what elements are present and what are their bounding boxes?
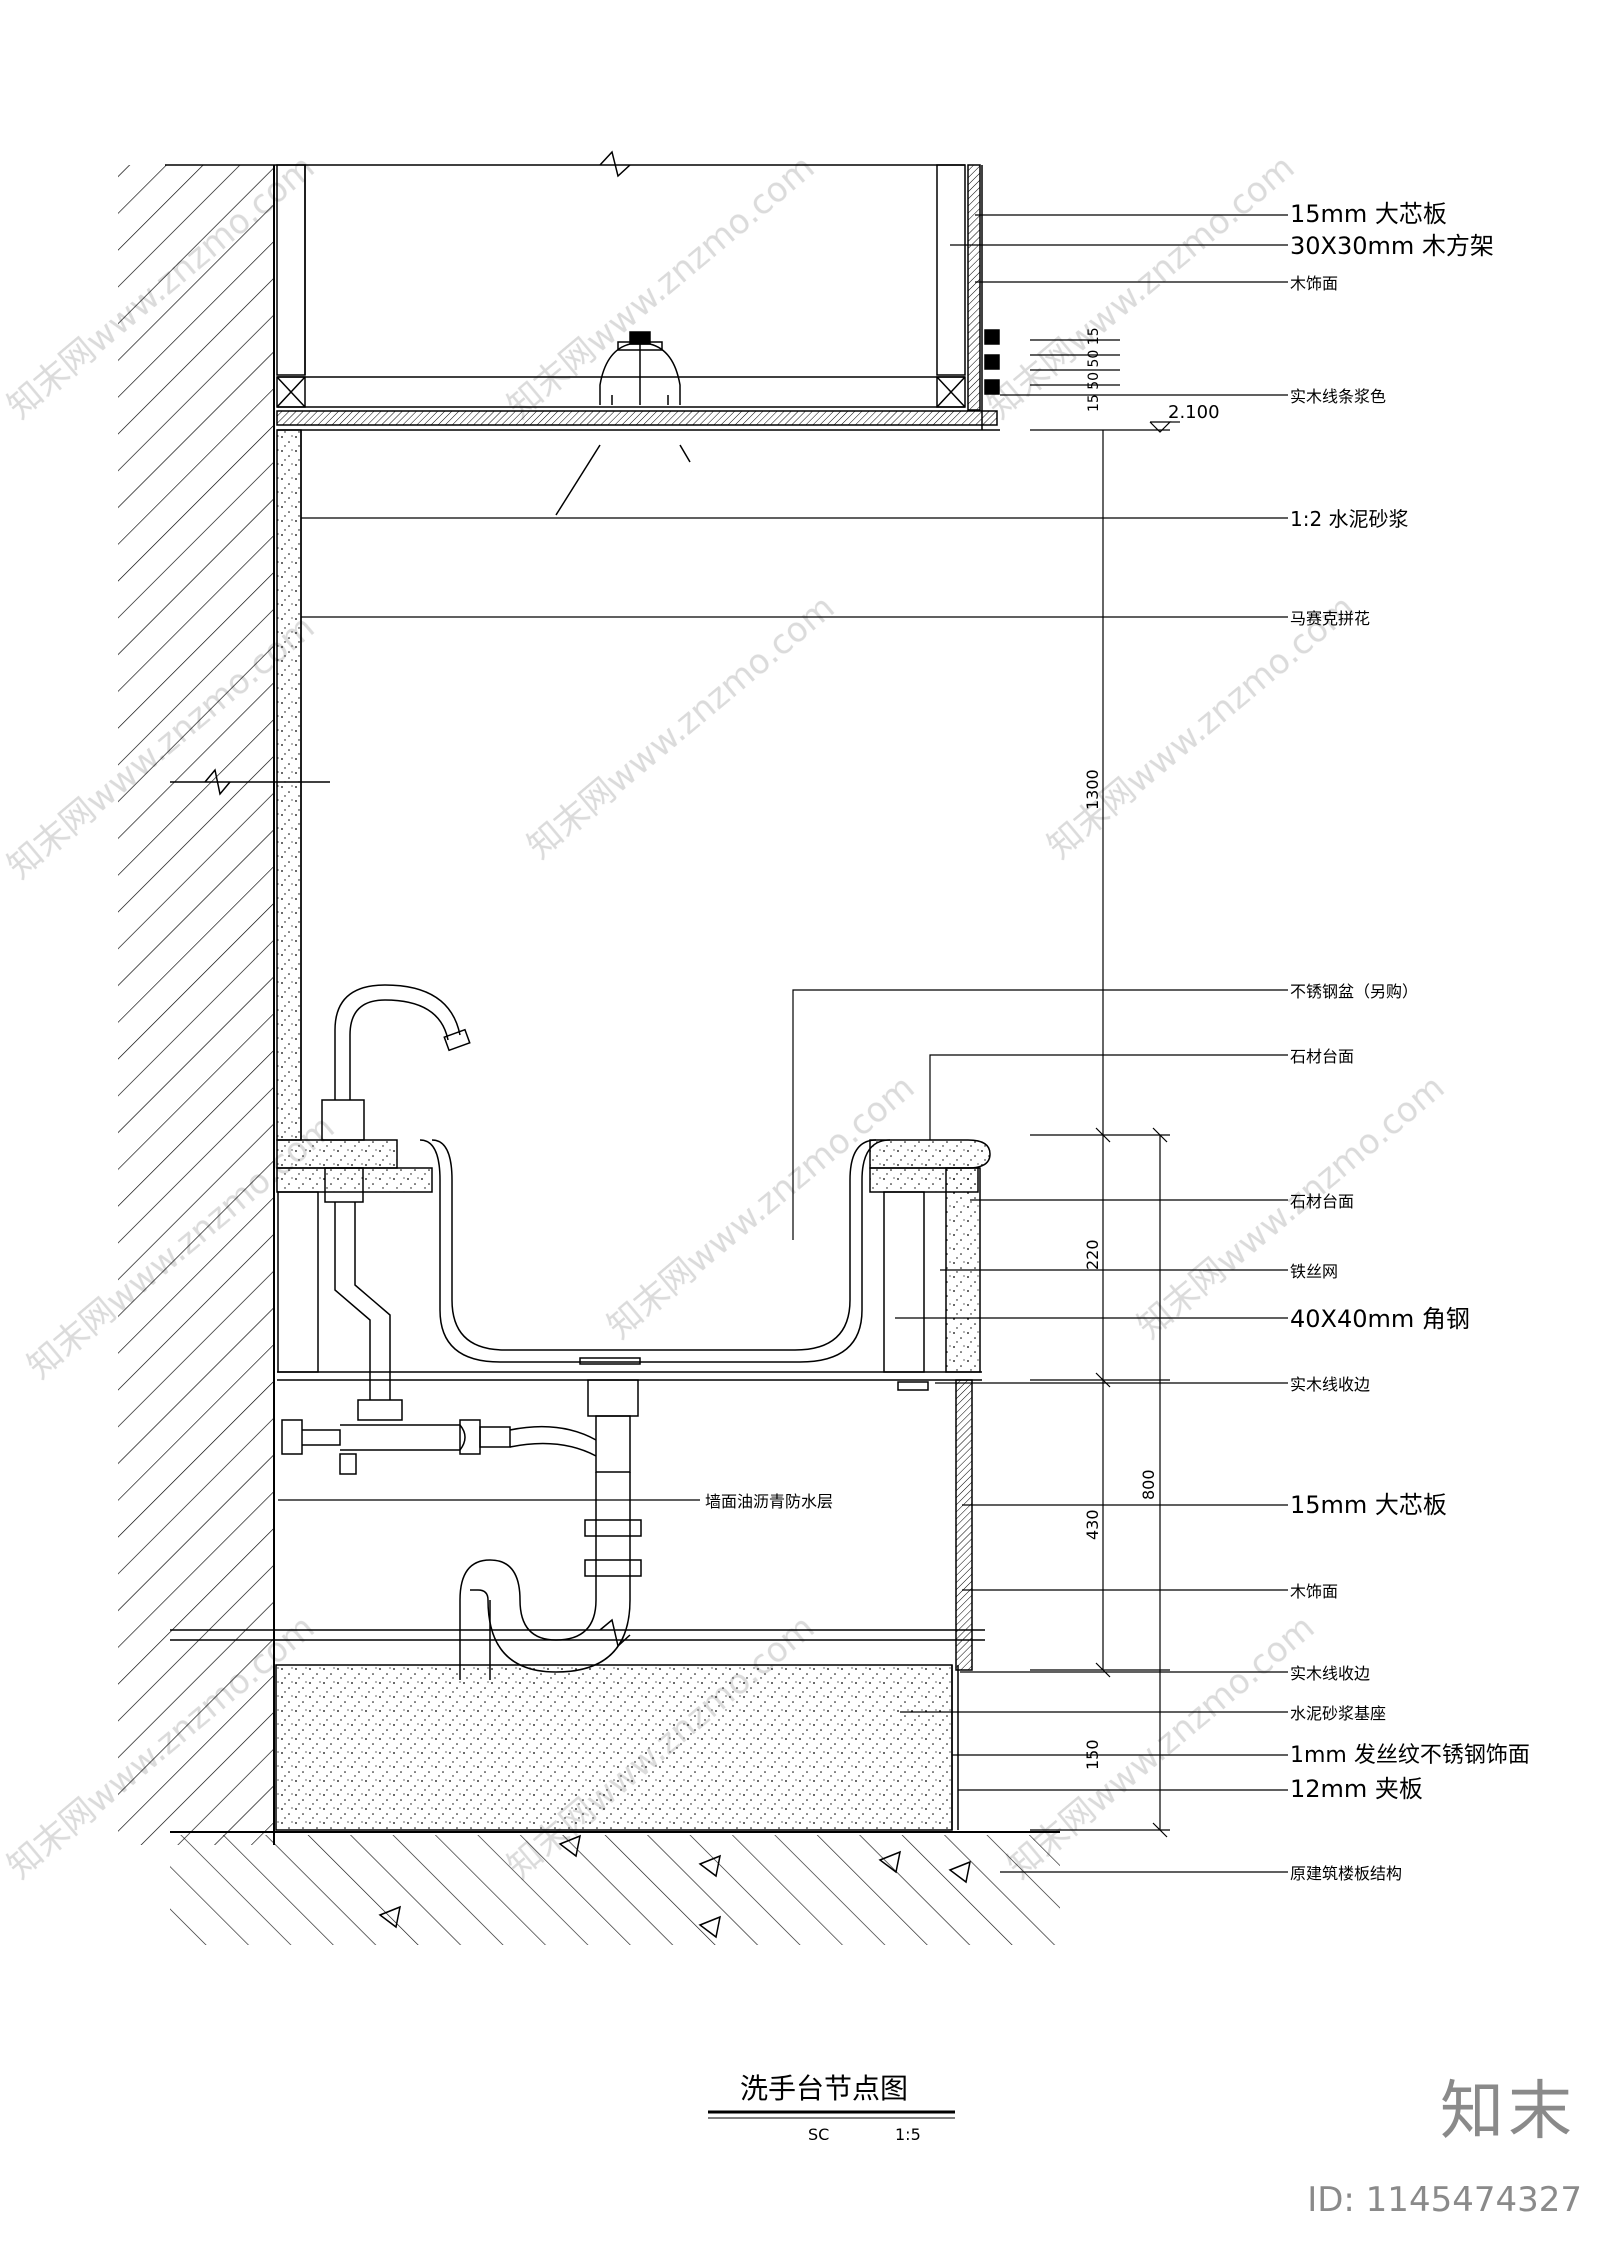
label-steel-basin: 不锈钢盆（另购） [1290, 982, 1418, 1001]
floor-slab [170, 1831, 1060, 1945]
watermark-text: 知末网www.znzmo.com [1040, 587, 1362, 866]
watermark-text: 知末网www.znzmo.com [980, 147, 1302, 426]
wall-section [118, 150, 965, 1845]
downlight-icon [555, 331, 691, 516]
label-cement-mortar: 1:2 水泥砂浆 [1290, 507, 1409, 531]
dim-800: 800 [1139, 1469, 1158, 1500]
level-mark: 2.100 [1168, 402, 1220, 423]
label-plywood: 12mm 夹板 [1290, 1775, 1423, 1803]
label-solid-wood-strip: 实木线条浆色 [1290, 387, 1386, 406]
label-wire-mesh: 铁丝网 [1290, 1262, 1338, 1281]
ceiling-box [276, 164, 1000, 431]
label-angle-steel: 40X40mm 角钢 [1290, 1305, 1470, 1333]
label-wood-veneer: 木饰面 [1290, 274, 1338, 293]
label-stone-top-2: 石材台面 [1290, 1192, 1354, 1211]
drawing-title: 洗手台节点图 SC 1:5 [708, 2072, 955, 2144]
watermark-text: 知末网www.znzmo.com [520, 587, 842, 866]
label-stone-top: 石材台面 [1290, 1047, 1354, 1066]
countertop [276, 1139, 991, 1391]
label-wood-edge-2: 实木线收边 [1290, 1664, 1370, 1683]
scale-label-left: SC [808, 2125, 829, 2144]
lower-cabinet [170, 1379, 985, 1831]
drain-pipe-icon [281, 1379, 642, 1680]
dim-1300: 1300 [1083, 769, 1102, 810]
label-mosaic: 马赛克拼花 [1290, 609, 1370, 628]
watermark-text: 知末网www.znzmo.com [500, 147, 822, 426]
label-wood-veneer-2: 木饰面 [1290, 1582, 1338, 1601]
label-wood-edge: 实木线收边 [1290, 1375, 1370, 1394]
label-mortar-base: 水泥砂浆基座 [1290, 1704, 1386, 1723]
label-waterproof: 墙面油沥青防水层 [705, 1492, 833, 1511]
scale-label-right: 1:5 [895, 2125, 921, 2144]
callout-labels: 15mm 大芯板 30X30mm 木方架 木饰面 实木线条浆色 1:2 水泥砂浆… [705, 200, 1530, 1883]
dim-220: 220 [1083, 1239, 1102, 1270]
dim-430: 430 [1083, 1509, 1102, 1540]
dim-top: 15 50 50 15 [1086, 327, 1102, 412]
label-steel-finish: 1mm 发丝纹不锈钢饰面 [1290, 1743, 1530, 1768]
label-core-board-2: 15mm 大芯板 [1290, 1491, 1447, 1519]
label-floor-slab: 原建筑楼板结构 [1290, 1864, 1402, 1883]
leader-lines [278, 214, 1288, 1873]
image-id: ID: 1145474327 [1307, 2180, 1582, 2220]
wall-finish [170, 429, 330, 1141]
watermark-text: 知末网www.znzmo.com [600, 1067, 922, 1346]
label-core-board: 15mm 大芯板 [1290, 200, 1447, 228]
brand-logo: 知末 [1440, 2075, 1576, 2149]
dimension-lines [1030, 339, 1180, 1838]
sink-bowl-icon [419, 1139, 891, 1365]
title-text: 洗手台节点图 [740, 2072, 908, 2105]
faucet-icon [321, 984, 471, 1421]
label-timber-frame: 30X30mm 木方架 [1290, 232, 1494, 260]
